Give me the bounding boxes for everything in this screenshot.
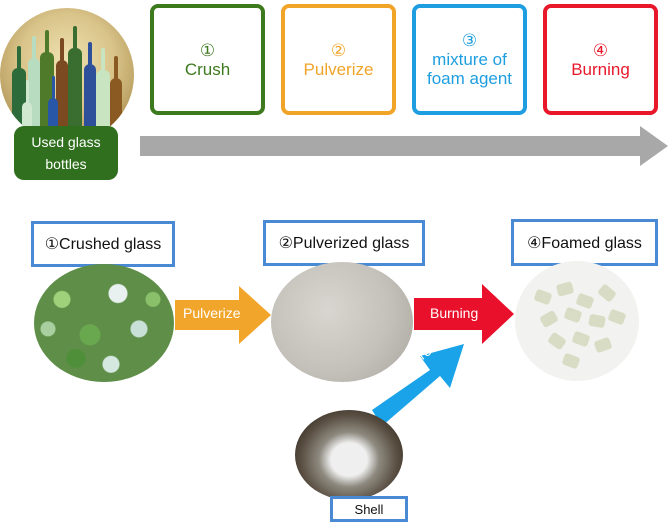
step-label: Crush xyxy=(184,59,231,79)
glass-bottles-photo xyxy=(0,8,134,142)
foamed-glass-photo xyxy=(515,261,639,381)
mixture-arrow xyxy=(372,344,464,426)
burning-arrow-label: Burning xyxy=(430,305,479,321)
process-arrow xyxy=(140,126,668,166)
step-mixture: ③ mixture of foam agent xyxy=(412,4,527,115)
step-label: Burning xyxy=(571,59,630,79)
step-number: ③ xyxy=(461,31,478,50)
step-number: ② xyxy=(330,40,347,60)
pulverized-glass-photo xyxy=(271,262,413,382)
step-crush: ① Crush xyxy=(150,4,265,115)
crushed-glass-photo xyxy=(34,264,174,382)
step-number: ④ xyxy=(592,40,609,60)
step-number: ① xyxy=(199,40,216,60)
step-pulverize: ② Pulverize xyxy=(281,4,396,115)
crushed-glass-label: ①Crushed glass xyxy=(31,221,175,267)
step-label: Pulverize xyxy=(303,59,374,79)
used-glass-bottles-label: Used glass bottles xyxy=(14,126,118,180)
step-label: mixture of foam agent xyxy=(426,50,513,88)
pulverized-glass-label: ②Pulverized glass xyxy=(263,220,425,266)
foamed-glass-label: ④Foamed glass xyxy=(511,219,658,266)
shell-photo xyxy=(295,410,403,500)
shell-label: Shell xyxy=(330,496,408,522)
pulverize-arrow-label: Pulverize xyxy=(183,305,241,321)
step-burning: ④ Burning xyxy=(543,4,658,115)
burning-arrow xyxy=(414,284,514,344)
pulverize-arrow xyxy=(175,286,271,344)
